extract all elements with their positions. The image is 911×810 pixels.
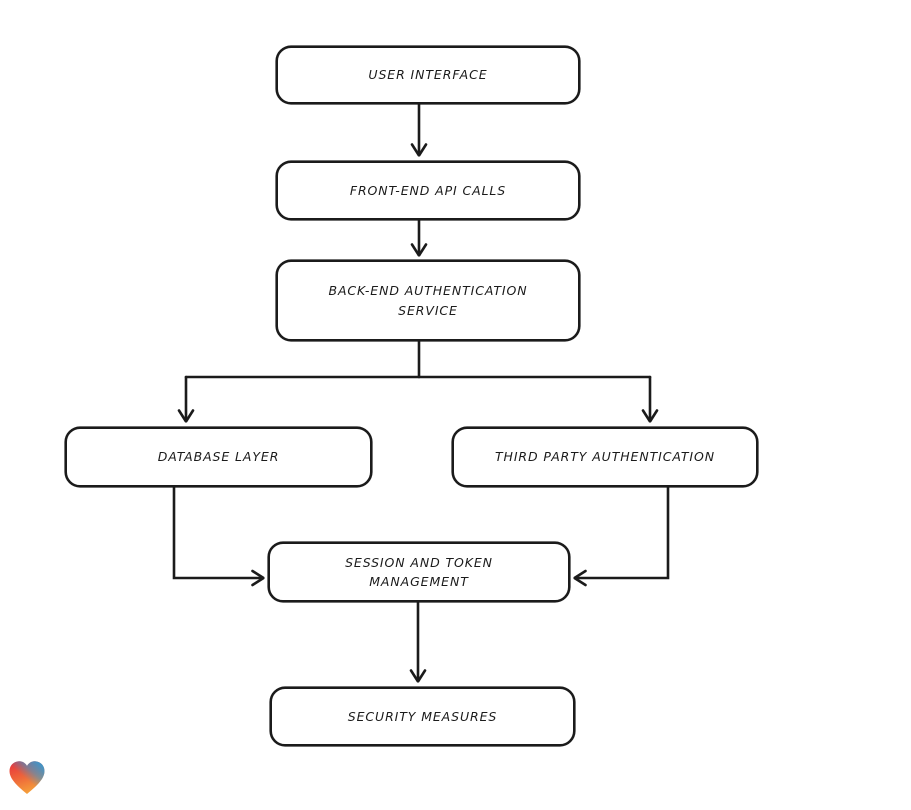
node-database-layer[interactable]: DATABASE LAYER [65,427,372,487]
node-front-end-api-calls[interactable]: FRONT-END API CALLS [276,161,580,220]
node-user-interface[interactable]: USER INTERFACE [276,46,580,104]
edge-third-party-to-session [575,485,670,578]
node-back-end-authentication-service[interactable]: BACK-END AUTHENTICATION SERVICE [276,260,580,341]
node-session-and-token-management[interactable]: SESSION AND TOKEN MANAGEMENT [268,542,570,602]
node-user-interface-label: USER INTERFACE [368,67,488,83]
edge-database-layer-to-session [172,485,263,578]
node-session-and-token-management-label: SESSION AND TOKEN MANAGEMENT [345,554,493,589]
node-third-party-authentication-label: THIRD PARTY AUTHENTICATION [495,449,715,465]
node-back-end-authentication-service-label: BACK-END AUTHENTICATION SERVICE [328,283,528,318]
node-security-measures[interactable]: SECURITY MEASURES [270,687,575,746]
node-front-end-api-calls-label: FRONT-END API CALLS [349,182,507,198]
heart-gradient-icon [9,761,45,794]
node-database-layer-label: DATABASE LAYER [157,449,280,465]
node-security-measures-label: SECURITY MEASURES [347,708,498,724]
node-third-party-authentication[interactable]: THIRD PARTY AUTHENTICATION [452,427,758,487]
